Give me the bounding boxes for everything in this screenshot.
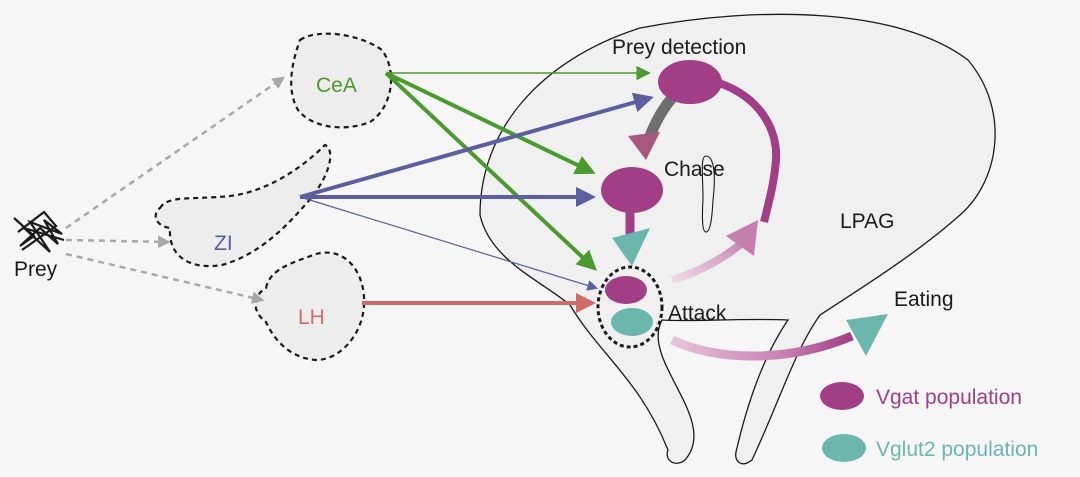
cea-to-attack-arrow (384, 71, 597, 271)
lpag-label: LPAG (840, 210, 894, 233)
attack-vglut2-node (611, 308, 653, 336)
cea-label: CeA (316, 74, 357, 97)
legend-vglut2-swatch (822, 434, 866, 462)
chase-to-attack-arrowhead (612, 228, 650, 266)
prey-detection-vgat-node (658, 60, 722, 104)
detection-to-attack-loop (714, 78, 781, 223)
cea-to-chase-arrow (385, 71, 596, 175)
legend-vgat-swatch (820, 382, 864, 410)
attack-to-eating-arrowhead (846, 314, 888, 356)
prey-to-lh-arrow (65, 252, 265, 304)
prey-detection-label: Prey detection (612, 36, 746, 59)
zi-label: ZI (214, 232, 233, 255)
attack-group-outline (596, 265, 664, 349)
prey-to-zi-arrow (65, 235, 171, 249)
lpag-inner-tube (701, 155, 715, 233)
detection-to-chase-arrowhead (628, 132, 660, 160)
attack-label: Attack (668, 302, 727, 325)
zi-region (154, 143, 332, 268)
legend-vglut2-label: Vglut2 population (876, 438, 1038, 461)
eating-label: Eating (894, 288, 954, 311)
attack-to-eating-arrow (670, 331, 854, 361)
attack-vgat-node (605, 276, 647, 304)
zi-to-prey-detection-arrow (299, 92, 654, 199)
chase-vgat-node (601, 167, 663, 213)
chase-label: Chase (664, 158, 725, 181)
prey-label: Prey (14, 258, 58, 281)
lh-region (254, 251, 366, 362)
zi-to-attack-arrow (299, 196, 599, 291)
cea-region (290, 32, 393, 129)
attack-to-loop-arrowhead (726, 220, 758, 256)
prey-icon (13, 210, 65, 253)
lh-label: LH (298, 306, 325, 329)
legend-vgat-label: Vgat population (876, 386, 1022, 409)
